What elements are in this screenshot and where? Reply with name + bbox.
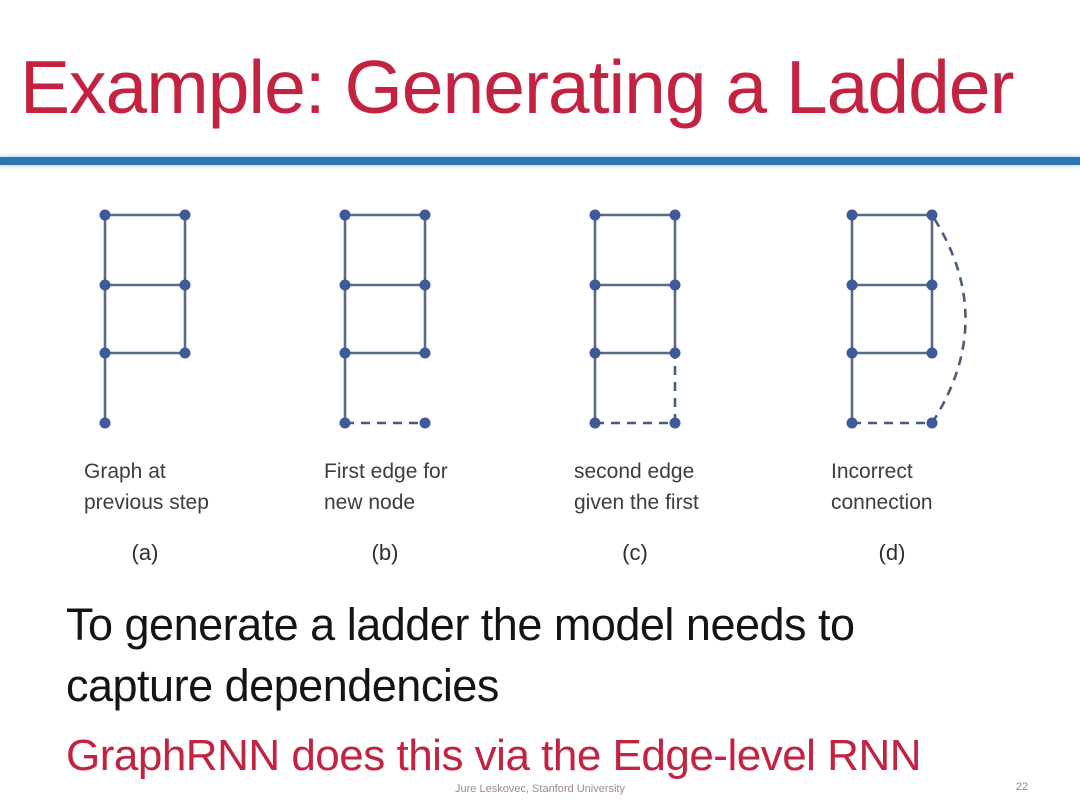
graph-node <box>926 209 938 221</box>
page-title: Example: Generating a Ladder <box>20 45 1014 129</box>
graph-node <box>846 347 858 359</box>
graph-node <box>339 209 351 221</box>
ladder-graph-c <box>589 209 681 429</box>
graph-node <box>669 209 681 221</box>
footer-credit: Jure Leskovec, Stanford University <box>455 783 625 795</box>
graph-edge-dashed <box>930 214 967 424</box>
body-text: To generate a ladder the model needs to … <box>66 599 855 711</box>
graph-node <box>419 347 431 359</box>
graph-node <box>339 417 351 429</box>
graph-node <box>669 279 681 291</box>
graph-node <box>99 417 111 429</box>
graph-node <box>589 347 601 359</box>
graph-node <box>669 347 681 359</box>
graph-node <box>419 209 431 221</box>
figure-b: First edge for new node (b) <box>300 195 530 566</box>
figure-d-caption: Incorrect connection <box>831 460 933 514</box>
figure-c-caption: second edge given the first <box>574 460 699 514</box>
graph-node <box>179 279 191 291</box>
graph-node <box>926 279 938 291</box>
graph-node <box>846 417 858 429</box>
figure-a-caption: Graph at previous step <box>84 460 209 514</box>
figure-d: Incorrect connection (d) <box>807 195 1037 566</box>
graph-node <box>846 279 858 291</box>
graph-node <box>179 209 191 221</box>
title-divider <box>0 157 1080 165</box>
figure-a-label: (a) <box>131 540 159 565</box>
figure-c-label: (c) <box>622 540 648 565</box>
graph-node <box>179 347 191 359</box>
figure-a: Graph at previous step (a) <box>60 195 290 566</box>
figure-c: second edge given the first (c) <box>550 195 780 566</box>
figure-d-label: (d) <box>878 540 906 565</box>
graph-node <box>589 209 601 221</box>
ladder-graph-a <box>99 209 191 429</box>
graph-node <box>589 417 601 429</box>
graph-node <box>846 209 858 221</box>
red-highlight-text: GraphRNN does this via the Edge-level RN… <box>66 731 922 780</box>
ladder-graph-d <box>846 209 967 429</box>
graph-node <box>926 417 938 429</box>
graph-node <box>419 417 431 429</box>
graph-node <box>339 279 351 291</box>
ladder-graph-b <box>339 209 431 429</box>
graph-node <box>926 347 938 359</box>
graph-node <box>99 279 111 291</box>
page-number: 22 <box>1015 781 1028 793</box>
graph-node <box>99 209 111 221</box>
graph-node <box>669 417 681 429</box>
graph-node <box>339 347 351 359</box>
graph-node <box>589 279 601 291</box>
graph-node <box>419 279 431 291</box>
figure-b-caption: First edge for new node <box>324 460 448 514</box>
figure-b-label: (b) <box>371 540 399 565</box>
graph-node <box>99 347 111 359</box>
